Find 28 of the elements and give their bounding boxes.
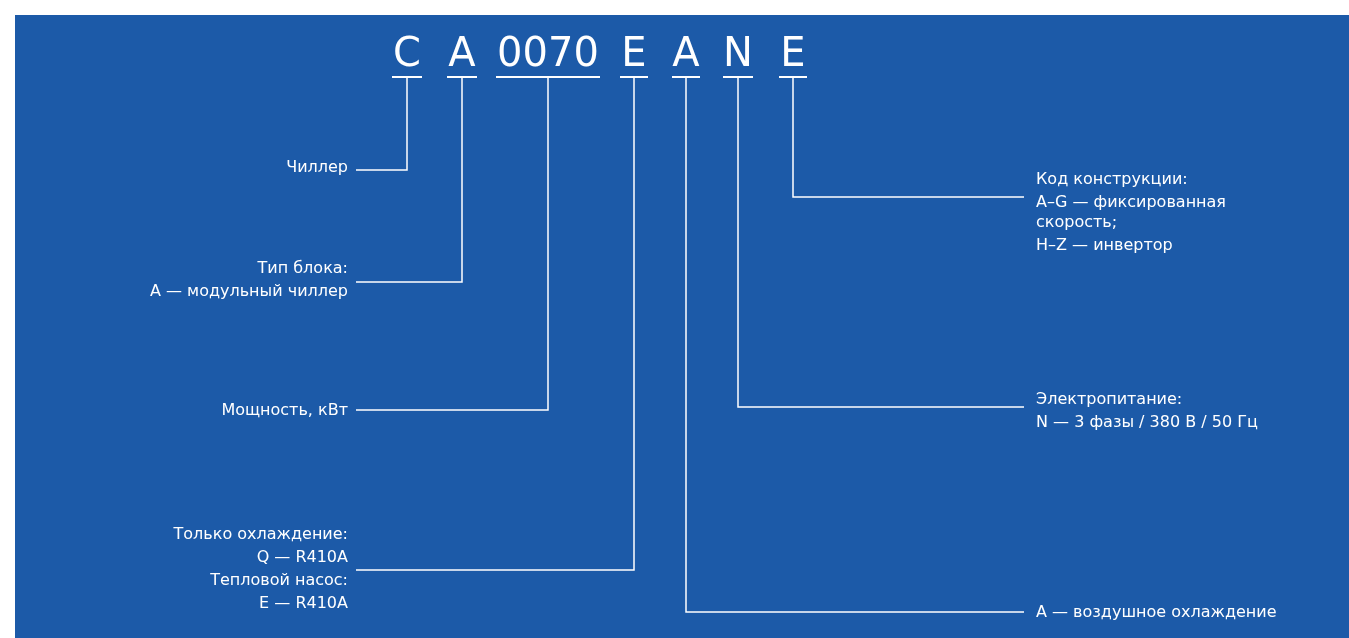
code-character: N — [723, 28, 753, 78]
code-character: E — [620, 28, 648, 78]
leader-line — [737, 77, 1025, 408]
description-text: A–G — фиксированная скорость; — [1036, 192, 1227, 232]
leader-line — [685, 77, 1025, 613]
leader-line — [355, 77, 549, 411]
description-text: Q — R410A — [255, 546, 348, 567]
description-text: Только охлаждение: — [173, 523, 348, 544]
description-text: H–Z — инвертор — [1036, 235, 1174, 255]
description-text: Тип блока: — [256, 257, 348, 278]
description-text: Код конструкции: — [1036, 169, 1189, 189]
code-character: A — [447, 28, 477, 78]
leader-line — [355, 77, 635, 571]
code-character: C — [392, 28, 422, 78]
leader-line — [355, 77, 463, 283]
description-text: Чиллер — [286, 157, 348, 177]
leader-line — [792, 77, 1025, 198]
description-text: A — воздушное охлаждение — [1036, 602, 1277, 622]
code-character: A — [672, 28, 700, 78]
code-character: E — [779, 28, 807, 78]
code-character: 0070 — [496, 28, 600, 78]
description-text: A — модульный чиллер — [149, 280, 348, 301]
description-text: N — 3 фазы / 380 В / 50 Гц — [1036, 411, 1258, 432]
description-text: E — R410A — [258, 592, 348, 613]
description-text: Мощность, кВт — [221, 400, 348, 420]
description-text: Тепловой насос: — [209, 569, 348, 590]
description-text: Электропитание: — [1036, 388, 1184, 409]
leader-line — [355, 77, 408, 171]
